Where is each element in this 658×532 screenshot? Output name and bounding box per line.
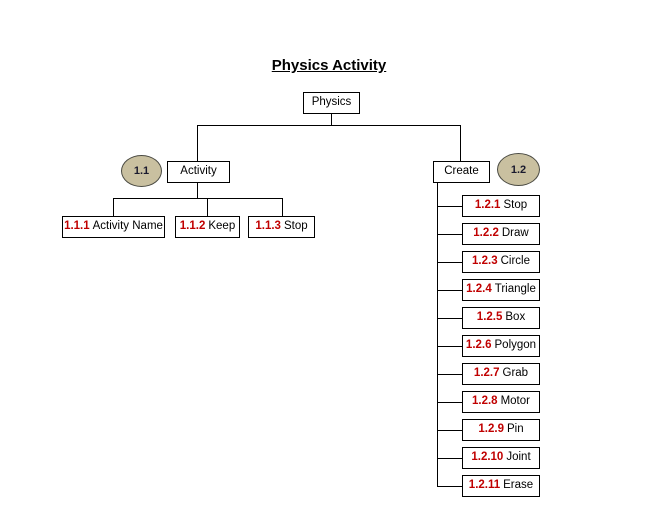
node-1-2-8-label: Motor xyxy=(500,395,530,408)
connector-stub-6 xyxy=(437,346,462,348)
connector-drop-create xyxy=(460,125,462,162)
node-1-2-1-number: 1.2.1 xyxy=(474,199,501,212)
node-1-2-5-number: 1.2.5 xyxy=(476,311,503,324)
node-1-2-11[interactable]: 1.2.11 Erase xyxy=(462,475,540,497)
node-1-2-10[interactable]: 1.2.10 Joint xyxy=(462,447,540,469)
node-1-1-1-label: Activity Name xyxy=(92,220,163,233)
node-1-1-2-number: 1.1.2 xyxy=(179,220,206,233)
node-1-2-8-number: 1.2.8 xyxy=(472,395,498,408)
connector-drop-activity-name xyxy=(113,198,115,216)
node-1-2-9-number: 1.2.9 xyxy=(478,423,504,436)
connector-stub-9 xyxy=(437,430,462,432)
node-1-1-3[interactable]: 1.1.3 Stop xyxy=(248,216,315,238)
connector-drop-stop xyxy=(282,198,284,216)
node-1-2-3-number: 1.2.3 xyxy=(472,255,498,268)
node-1-2-1[interactable]: 1.2.1 Stop xyxy=(462,195,540,217)
node-physics-label: Physics xyxy=(311,96,352,109)
node-1-2-4-label: Triangle xyxy=(494,283,536,296)
connector-stub-5 xyxy=(437,318,462,320)
node-1-1-3-label: Stop xyxy=(283,220,308,233)
node-1-2-7-label: Grab xyxy=(502,367,529,380)
node-1-2-11-number: 1.2.11 xyxy=(468,479,501,492)
node-1-1-1[interactable]: 1.1.1 Activity Name xyxy=(62,216,165,238)
node-1-1-3-number: 1.1.3 xyxy=(255,220,281,233)
node-1-2-3[interactable]: 1.2.3 Circle xyxy=(462,251,540,273)
connector-create-spine xyxy=(437,182,439,487)
node-1-2-2[interactable]: 1.2.2 Draw xyxy=(462,223,540,245)
node-1-2-4-number: 1.2.4 xyxy=(466,283,492,296)
node-1-2-6-label: Polygon xyxy=(494,339,537,352)
node-1-2-6-number: 1.2.6 xyxy=(465,339,492,352)
node-create[interactable]: Create xyxy=(433,161,490,183)
node-1-2-5-label: Box xyxy=(505,311,526,324)
connector-stub-7 xyxy=(437,374,462,376)
node-1-2-5[interactable]: 1.2.5 Box xyxy=(462,307,540,329)
connector-activity-bus xyxy=(113,198,283,200)
node-1-2-11-label: Erase xyxy=(503,479,534,492)
node-1-1-2-label: Keep xyxy=(208,220,236,233)
node-activity-label: Activity xyxy=(180,165,217,178)
node-1-2-4[interactable]: 1.2.4 Triangle xyxy=(462,279,540,301)
connector-stub-1 xyxy=(437,206,462,208)
node-1-2-9[interactable]: 1.2.9 Pin xyxy=(462,419,540,441)
node-1-2-10-label: Joint xyxy=(506,451,531,464)
connector-root-bus xyxy=(197,125,461,127)
node-physics[interactable]: Physics xyxy=(303,92,360,114)
bubble-1-2: 1.2 xyxy=(497,153,540,186)
connector-stub-4 xyxy=(437,290,462,292)
node-1-2-7[interactable]: 1.2.7 Grab xyxy=(462,363,540,385)
node-1-2-8[interactable]: 1.2.8 Motor xyxy=(462,391,540,413)
bubble-1-1-label: 1.1 xyxy=(133,165,150,177)
connector-drop-activity xyxy=(197,125,199,162)
connector-stub-8 xyxy=(437,402,462,404)
page-title: Physics Activity xyxy=(271,57,387,74)
node-activity[interactable]: Activity xyxy=(167,161,230,183)
bubble-1-2-label: 1.2 xyxy=(510,163,527,176)
node-1-1-1-number: 1.1.1 xyxy=(64,220,90,233)
connector-root-stub xyxy=(331,113,333,126)
connector-drop-keep xyxy=(207,198,209,216)
node-1-2-3-label: Circle xyxy=(500,255,530,268)
bubble-1-1: 1.1 xyxy=(121,155,162,187)
node-1-2-10-number: 1.2.10 xyxy=(471,451,504,464)
node-1-2-6[interactable]: 1.2.6 Polygon xyxy=(462,335,540,357)
connector-activity-stub xyxy=(197,182,199,199)
node-1-2-1-label: Stop xyxy=(503,199,528,212)
connector-stub-11 xyxy=(437,486,462,488)
node-1-2-7-number: 1.2.7 xyxy=(473,367,500,380)
connector-stub-3 xyxy=(437,262,462,264)
connector-stub-10 xyxy=(437,458,462,460)
node-1-2-2-number: 1.2.2 xyxy=(473,227,499,240)
connector-stub-2 xyxy=(437,234,462,236)
node-1-1-2[interactable]: 1.1.2 Keep xyxy=(175,216,240,238)
node-1-2-9-label: Pin xyxy=(506,423,524,436)
node-create-label: Create xyxy=(444,165,479,178)
node-1-2-2-label: Draw xyxy=(501,227,529,240)
